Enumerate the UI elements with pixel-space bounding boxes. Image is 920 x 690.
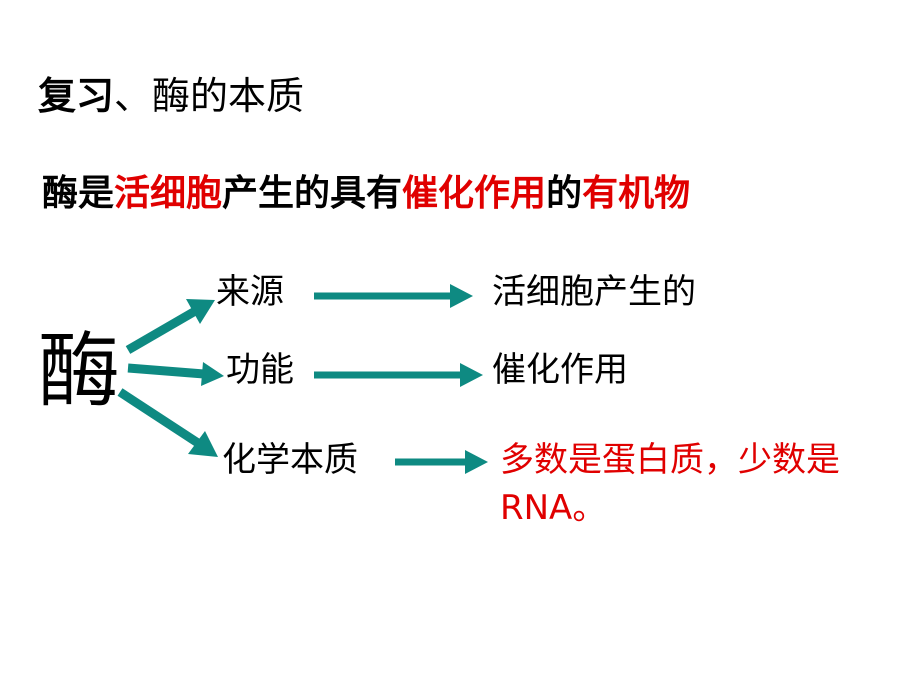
definition-sentence: 酶是活细胞产生的具有催化作用的有机物: [42, 168, 690, 220]
branch-arrow-nature: [117, 388, 204, 449]
title-separator: 、: [114, 74, 153, 118]
title-text: 酶的本质: [152, 74, 305, 118]
definition-highlight-1: 活细胞: [114, 173, 223, 214]
result-arrowhead-function: [460, 363, 483, 387]
enzyme-root-char: 酶: [38, 324, 121, 419]
slide-title: 复习、酶的本质: [38, 70, 304, 122]
branch-arrow-source: [125, 306, 200, 354]
result-arrowhead-nature: [465, 450, 488, 474]
branch-result-nature: 多数是蛋白质，少数是RNA。: [500, 440, 840, 528]
branch-label-nature: 化学本质: [222, 440, 358, 480]
definition-part-1: 酶是: [42, 173, 115, 214]
definition-part-2: 产生的具有: [222, 173, 403, 214]
result-arrowhead-source: [450, 284, 473, 308]
definition-part-3: 的: [546, 173, 583, 214]
branch-label-function: 功能: [226, 350, 294, 390]
branch-arrowhead-source: [186, 299, 215, 324]
branch-arrowhead-function: [201, 362, 224, 386]
branch-result-source: 活细胞产生的: [492, 272, 696, 312]
definition-highlight-2: 催化作用: [402, 173, 547, 214]
branch-result-function: 催化作用: [492, 350, 628, 390]
branch-arrow-function: [127, 363, 205, 379]
branch-label-source: 来源: [216, 272, 284, 312]
definition-highlight-3: 有机物: [582, 173, 691, 214]
branch-arrowhead-nature: [188, 431, 218, 457]
title-prefix: 复习: [38, 74, 115, 118]
